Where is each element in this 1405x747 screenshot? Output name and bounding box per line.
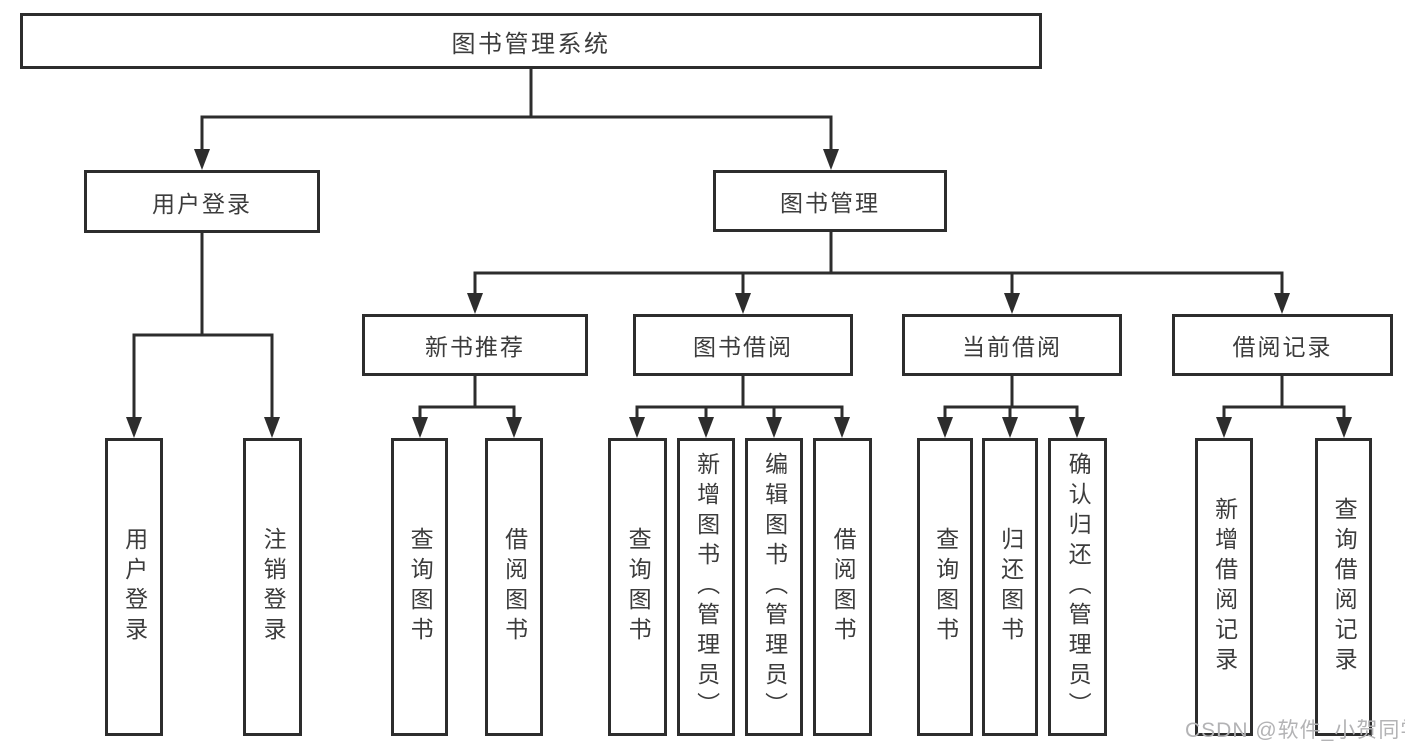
leaf-borrow-books: 借阅图书 [813, 438, 872, 736]
leaf-edit-books-admin: 编辑图书（管理员） [745, 438, 803, 736]
arrowhead-icon [735, 293, 751, 314]
leaf-query-borrow-record: 查询借阅记录 [1315, 438, 1372, 736]
leaf-query-books: 查询图书 [917, 438, 973, 736]
node-library-management-system: 图书管理系统 [20, 13, 1042, 69]
node-user-login: 用户登录 [84, 170, 320, 233]
leaf-add-books-admin: 新增图书（管理员） [677, 438, 735, 736]
arrowhead-icon [412, 417, 428, 438]
arrowhead-icon [1216, 417, 1232, 438]
arrowhead-icon [1002, 417, 1018, 438]
arrowhead-icon [264, 417, 280, 438]
arrowhead-icon [1336, 417, 1352, 438]
leaf-add-borrow-record: 新增借阅记录 [1195, 438, 1253, 736]
leaf-confirm-return-admin: 确认归还（管理员） [1048, 438, 1107, 736]
leaf-borrow-books: 借阅图书 [485, 438, 543, 736]
node-current-borrowing: 当前借阅 [902, 314, 1122, 376]
arrowhead-icon [823, 149, 839, 170]
leaf-query-books: 查询图书 [608, 438, 667, 736]
leaf-user-login: 用户登录 [105, 438, 163, 736]
arrowhead-icon [834, 417, 850, 438]
node-book-management: 图书管理 [713, 170, 947, 232]
node-book-borrowing: 图书借阅 [633, 314, 853, 376]
arrowhead-icon [1274, 293, 1290, 314]
arrowhead-icon [126, 417, 142, 438]
leaf-logout: 注销登录 [243, 438, 302, 736]
arrowhead-icon [629, 417, 645, 438]
arrowhead-icon [698, 417, 714, 438]
csdn-watermark: CSDN @软件_小贺同学 [1185, 719, 1405, 742]
arrowhead-icon [1004, 293, 1020, 314]
arrowhead-icon [937, 417, 953, 438]
arrowhead-icon [506, 417, 522, 438]
arrowhead-icon [194, 149, 210, 170]
leaf-return-books: 归还图书 [982, 438, 1038, 736]
node-new-book-recommendation: 新书推荐 [362, 314, 588, 376]
arrowhead-icon [766, 417, 782, 438]
arrowhead-icon [1069, 417, 1085, 438]
arrowhead-icon [467, 293, 483, 314]
node-borrowing-records: 借阅记录 [1172, 314, 1393, 376]
leaf-query-books: 查询图书 [391, 438, 448, 736]
